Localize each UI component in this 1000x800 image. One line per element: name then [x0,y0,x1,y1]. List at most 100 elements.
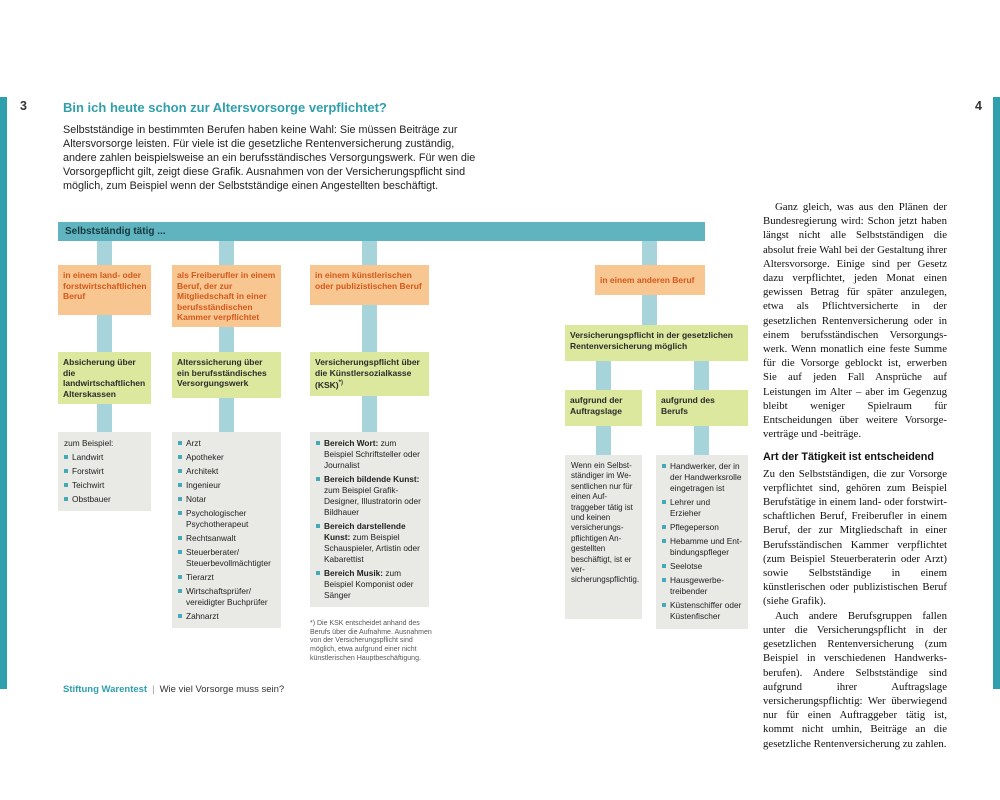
list-item: Bereich Musik: zum Beispiel Komponist od… [316,568,423,601]
branch2-result-box: Alterssicherung über ein berufsständisch… [172,352,281,398]
list-item-label: Ingenieur [186,480,221,490]
connector-line [97,315,112,352]
list-item: Apotheker [178,452,275,463]
page-number-right: 4 [975,99,982,113]
flowchart: Selbstständig tätig ... in einem land- o… [58,222,750,684]
bullet-square-icon [178,497,182,501]
list-item: Bereich darstellende Kunst: zum Beispiel… [316,521,423,565]
list-item-label: Bereich Wort: zum Beispiel Schriftstelle… [324,438,420,470]
bullet-square-icon [178,575,182,579]
branch4-condition-label: in einem anderen Beruf [600,274,695,285]
list-item-label: Bereich darstellende Kunst: zum Beispiel… [324,521,420,564]
list-item: Obstbauer [64,494,145,505]
list-item: Lehrer und Erzieher [662,497,742,519]
list-item: Hausgewerbe­treibender [662,575,742,597]
list-item: Arzt [178,438,275,449]
list-item: Rechtsanwalt [178,533,275,544]
connector-line [596,426,611,455]
list-item: Architekt [178,466,275,477]
list-item: Zahnarzt [178,611,275,622]
branch2-condition-box: als Freiberufler in einem Beruf, der zur… [172,265,281,327]
list-item-label: Seelotse [670,561,703,571]
bullet-square-icon [662,578,666,582]
list-item: Bereich bildende Kunst: zum Beispiel Gra… [316,474,423,518]
right-page-edge-bar [993,97,1000,689]
page-number-left: 3 [20,99,27,113]
connector-line [642,295,657,325]
bullet-square-icon [64,483,68,487]
examples-intro: zum Beispiel: [64,438,114,448]
list-item-label: Hebamme und Ent­bindungspfleger [670,536,742,557]
branch4-sub1-label-box: aufgrund der Auftragslage [565,390,642,426]
connector-line [219,327,234,352]
connector-line [694,361,709,390]
branch4-sub1-note-box: Wenn ein Selbst­ständiger im We­sentlich… [565,455,642,619]
list-item-label: Psychologischer Psychotherapeut [186,508,249,529]
bullet-square-icon [178,469,182,473]
branch4-sub2-examples-list: Handwerker, der in der Handwerksrolle ei… [662,461,742,622]
list-item: Pflegeperson [662,522,742,533]
bullet-square-icon [64,455,68,459]
connector-line [219,241,234,265]
bullet-square-icon [178,441,182,445]
branch4-sub2-examples-box: Handwerker, der in der Handwerksrolle ei… [656,455,748,629]
list-item-label: Handwerker, der in der Handwerksrolle ei… [670,461,742,493]
bullet-square-icon [64,469,68,473]
bullet-square-icon [178,614,182,618]
list-item: Ingenieur [178,480,275,491]
connector-line [362,241,377,265]
list-item-label: Arzt [186,438,201,448]
list-item-label: Landwirt [72,452,104,462]
bullet-square-icon [662,603,666,607]
section-heading: Art der Tätigkeit ist entscheidend [763,451,934,464]
branch1-condition-box: in einem land- oder forstwirtschaftliche… [58,265,151,315]
list-item-label: Apotheker [186,452,224,462]
list-item-label: Rechtsanwalt [186,533,236,543]
body-paragraph: Ganz gleich, was aus den Plänen der Bund… [763,201,947,441]
list-item-label: Bereich bildende Kunst: zum Beispiel Gra… [324,474,421,517]
list-item-label: Tierarzt [186,572,214,582]
list-item: Teichwirt [64,480,145,491]
bullet-square-icon [662,525,666,529]
page-title: Bin ich heute schon zur Altersvorsorge v… [63,100,387,115]
list-item-label: Hausgewerbe­treibender [670,575,724,596]
left-page-edge-bar [0,97,7,689]
booklet-title: Wie viel Vorsorge muss sein? [159,684,285,695]
branch4-condition-box: in einem anderen Beruf [595,265,705,295]
branch3-result-label: Versicherungspflicht über die Künstlerso… [315,357,420,390]
bullet-square-icon [316,524,320,528]
list-item-label: Pflegeperson [670,522,719,532]
footnote-marker: *) [338,380,343,386]
list-item: Landwirt [64,452,145,463]
branch4-sub2-label-box: aufgrund des Berufs [656,390,748,426]
connector-line [362,305,377,352]
connector-line [596,361,611,390]
bullet-square-icon [178,589,182,593]
list-item-label: Wirtschaftsprüfer/​vereidigter Buchprüfe… [186,586,268,607]
bullet-square-icon [178,550,182,554]
connector-line [642,241,657,265]
branch1-result-box: Absicherung über die landwirtschaftliche… [58,352,151,404]
branch3-examples-box: Bereich Wort: zum Beispiel Schriftstelle… [310,432,429,607]
bullet-square-icon [662,464,666,468]
list-item-label: Bereich Musik: zum Beispiel Komponist od… [324,568,414,600]
branch3-examples-list: Bereich Wort: zum Beispiel Schriftstelle… [316,438,423,601]
list-item: Handwerker, der in der Handwerksrolle ei… [662,461,742,494]
bullet-square-icon [316,477,320,481]
branch3-result-box: Versicherungspflicht über die Künstlerso… [310,352,429,396]
bullet-square-icon [64,497,68,501]
connector-line [362,396,377,432]
branch4-result-box: Versicherungspflicht in der gesetzlichen… [565,325,748,361]
list-item: Tierarzt [178,572,275,583]
bullet-square-icon [316,441,320,445]
list-item: Seelotse [662,561,742,572]
list-item: Forstwirt [64,466,145,477]
flowchart-root-bar: Selbstständig tätig ... [58,222,705,241]
list-item: Bereich Wort: zum Beispiel Schriftstelle… [316,438,423,471]
list-item-label: Forstwirt [72,466,104,476]
list-item-label: Steuerberater/​Steuerbevollmächtigter [186,547,271,568]
